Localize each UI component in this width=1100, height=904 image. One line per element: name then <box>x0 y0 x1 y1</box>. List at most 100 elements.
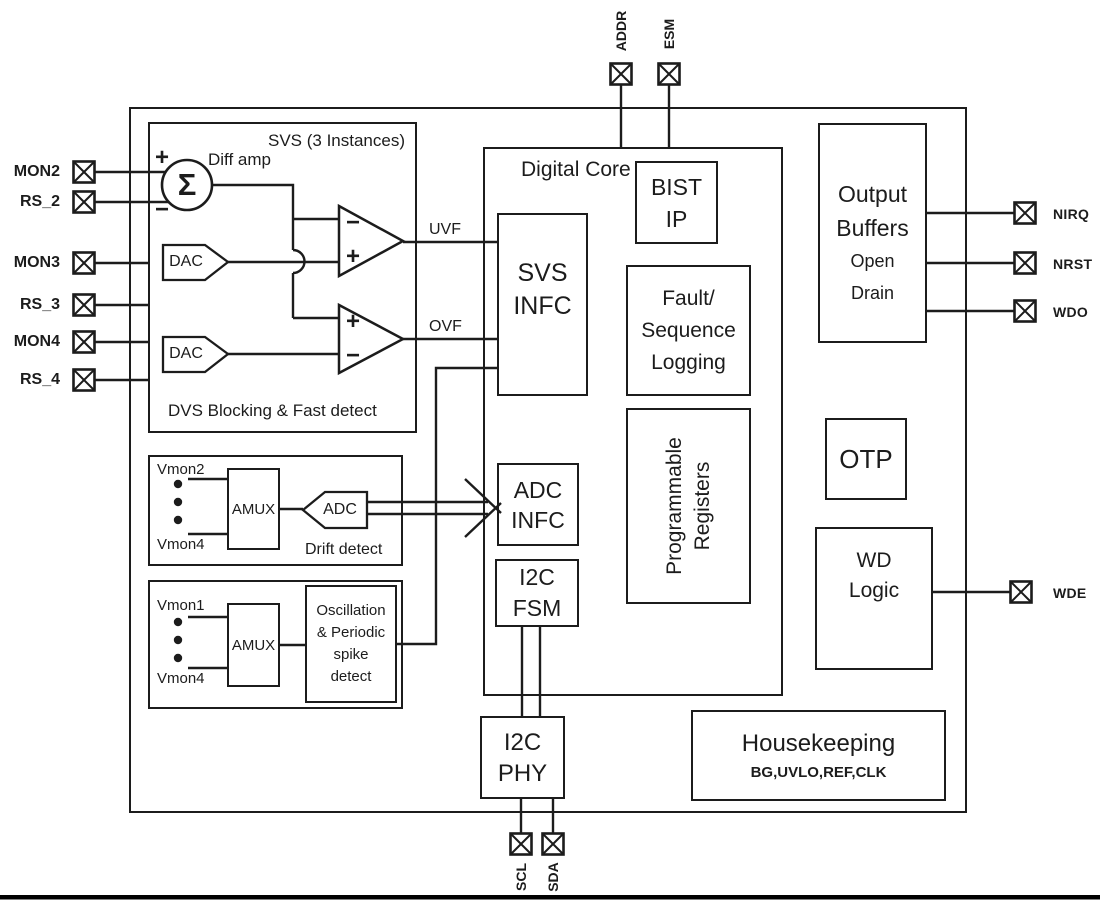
comparator-ovf-plus: + <box>345 308 361 336</box>
pin-symbol-mon4 <box>72 330 96 354</box>
bist-label-line2: IP <box>665 205 688 232</box>
pin-label-addr: ADDR <box>612 10 629 52</box>
digital-core-box <box>483 147 783 696</box>
pin-label-sda: SDA <box>544 862 561 892</box>
adc-infc-label-line1: ADC <box>513 476 563 503</box>
comparator-uvf-plus: + <box>345 243 361 271</box>
pin-label-scl: SCL <box>512 863 529 891</box>
wd-logic-line1: WD <box>856 549 892 572</box>
i2c-phy-label-line1: I2C <box>503 728 542 756</box>
pin-label-mon4: MON4 <box>13 333 60 350</box>
comparator-ovf <box>337 302 406 376</box>
drift-detect-caption: Drift detect <box>305 541 383 558</box>
i2c-fsm-box: I2C FSM <box>495 559 579 627</box>
pin-label-wdo: WDO <box>1053 304 1089 320</box>
pin-symbol-scl <box>509 832 533 856</box>
housekeeping-box: Housekeeping BG,UVLO,REF,CLK <box>691 710 946 801</box>
housekeeping-subtitle: BG,UVLO,REF,CLK <box>750 763 887 781</box>
otp-label: OTP <box>839 443 893 474</box>
pin-symbol-nirq <box>1013 201 1037 225</box>
pin-label-wde: WDE <box>1053 585 1087 601</box>
drift-input-top-label: Vmon2 <box>157 461 205 478</box>
wire-i2c-fsm-phy <box>520 627 542 716</box>
pin-symbol-rs2 <box>72 190 96 214</box>
pin-label-nrst: NRST <box>1053 256 1093 272</box>
pin-label-mon2: MON2 <box>13 163 60 180</box>
wire-oscillation-output <box>397 366 497 646</box>
otp-box: OTP <box>825 418 907 500</box>
comparator-uvf-minus: − <box>345 209 361 237</box>
drift-detect-box <box>148 455 403 566</box>
diff-amp-label: Diff amp <box>208 150 271 169</box>
svs-infc-label-line2: INFC <box>513 292 572 320</box>
bist-label-line1: BIST <box>650 173 703 200</box>
programmable-registers-label: Programmable Registers <box>661 406 717 606</box>
drift-input-bottom-label: Vmon4 <box>157 536 205 553</box>
pin-symbol-sda <box>541 832 565 856</box>
pin-symbol-rs4 <box>72 368 96 392</box>
oscillation-detector-box: Oscillation & Periodic spike detect <box>305 585 397 703</box>
housekeeping-title: Housekeeping <box>741 729 896 757</box>
svs-infc-box: SVS INFC <box>497 213 588 396</box>
pin-label-rs4: RS_4 <box>19 371 60 388</box>
fault-sequence-logging-box: Fault/ Sequence Logging <box>626 265 751 396</box>
i2c-phy-box: I2C PHY <box>480 716 565 799</box>
sigma-symbol: Σ <box>177 166 197 202</box>
bottom-rule <box>0 895 1100 900</box>
oscillation-input-dots <box>173 617 183 663</box>
pin-symbol-mon3 <box>72 251 96 275</box>
drift-input-dots <box>173 479 183 525</box>
pin-symbol-rs3 <box>72 293 96 317</box>
oscillation-block-box <box>148 580 403 709</box>
svs-infc-label-line1: SVS <box>517 259 568 287</box>
wd-logic-line2: Logic <box>848 579 900 602</box>
output-buffers-line2: Buffers <box>836 215 909 241</box>
digital-core-title: Digital Core <box>521 158 631 181</box>
oscillation-line2: & Periodic <box>316 624 386 641</box>
pin-symbol-addr <box>609 62 633 86</box>
amux-oscillation-label: AMUX <box>231 636 276 654</box>
programmable-registers-box: Programmable Registers <box>626 408 751 604</box>
pin-symbol-esm <box>657 62 681 86</box>
sigma-plus-sign: + <box>154 144 170 172</box>
pin-label-nirq: NIRQ <box>1053 206 1090 222</box>
prog-regs-line2: Registers <box>690 461 714 551</box>
comparator-ovf-minus: − <box>345 342 361 370</box>
adc-label: ADC <box>323 500 357 518</box>
amux-drift-label: AMUX <box>231 500 276 518</box>
amux-drift-box: AMUX <box>227 468 280 550</box>
pin-label-esm: ESM <box>660 18 677 50</box>
pin-symbol-wde <box>1009 580 1033 604</box>
fault-label-line2: Sequence <box>641 318 736 342</box>
sigma-diff-amp <box>160 158 214 212</box>
i2c-fsm-label-line2: FSM <box>512 595 562 621</box>
output-buffers-box: Output Buffers Open Drain <box>818 123 927 343</box>
ovf-label: OVF <box>429 318 462 335</box>
fault-label-line1: Fault/ <box>662 286 715 310</box>
svs-block-caption: DVS Blocking & Fast detect <box>168 401 377 420</box>
prog-regs-line1: Programmable <box>662 437 686 575</box>
pin-label-mon3: MON3 <box>13 254 60 271</box>
dac2-label: DAC <box>169 344 203 362</box>
fault-label-line3: Logging <box>651 350 726 374</box>
open-drain-line2: Drain <box>850 283 894 303</box>
comparator-uvf <box>337 203 406 279</box>
oscillation-input-top-label: Vmon1 <box>157 597 205 614</box>
dac1-label: DAC <box>169 252 203 270</box>
svs-block-box <box>148 122 417 433</box>
wd-logic-box: WD Logic <box>815 527 933 670</box>
oscillation-input-bottom-label: Vmon4 <box>157 670 205 687</box>
i2c-fsm-label-line1: I2C <box>519 564 555 590</box>
adc-infc-label-line2: INFC <box>511 506 565 533</box>
oscillation-line4: detect <box>330 668 372 685</box>
output-buffers-line1: Output <box>837 181 908 207</box>
adc-pentagon <box>301 490 369 530</box>
pin-symbol-wdo <box>1013 299 1037 323</box>
pin-symbol-nrst <box>1013 251 1037 275</box>
chip-outline-box <box>129 107 967 813</box>
i2c-phy-label-line2: PHY <box>497 759 548 787</box>
uvf-label: UVF <box>429 221 461 238</box>
pin-label-rs3: RS_3 <box>19 296 60 313</box>
